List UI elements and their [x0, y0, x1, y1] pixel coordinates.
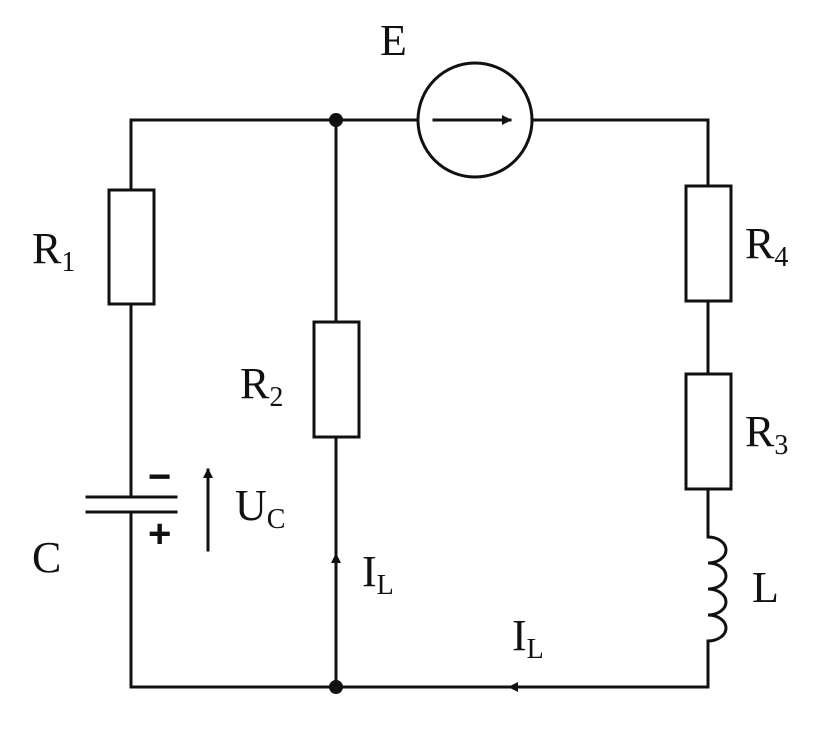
resistor-r2	[312, 320, 361, 439]
wires	[129, 118, 710, 689]
label-l: L	[752, 563, 779, 612]
capacitor-plus-sign: +	[148, 512, 171, 556]
resistor-r4	[684, 184, 733, 303]
resistor-r1	[107, 188, 156, 306]
resistor-r3	[684, 372, 733, 491]
label-e: E	[380, 16, 407, 65]
junction-node-top	[329, 113, 343, 127]
label-il-bottom: IL	[512, 611, 544, 665]
label-c: C	[32, 533, 61, 582]
capacitor-c	[85, 495, 178, 514]
voltage-source-e	[416, 61, 534, 179]
label-r2: R2	[240, 359, 283, 413]
label-r3: R3	[745, 407, 788, 461]
label-r4: R4	[745, 219, 788, 273]
label-uc: UC	[235, 481, 285, 535]
junction-node-bottom	[329, 680, 343, 694]
inductor-l	[706, 535, 728, 643]
label-r1: R1	[32, 224, 75, 278]
label-il-middle: IL	[362, 547, 394, 601]
capacitor-minus-sign: −	[148, 455, 171, 499]
